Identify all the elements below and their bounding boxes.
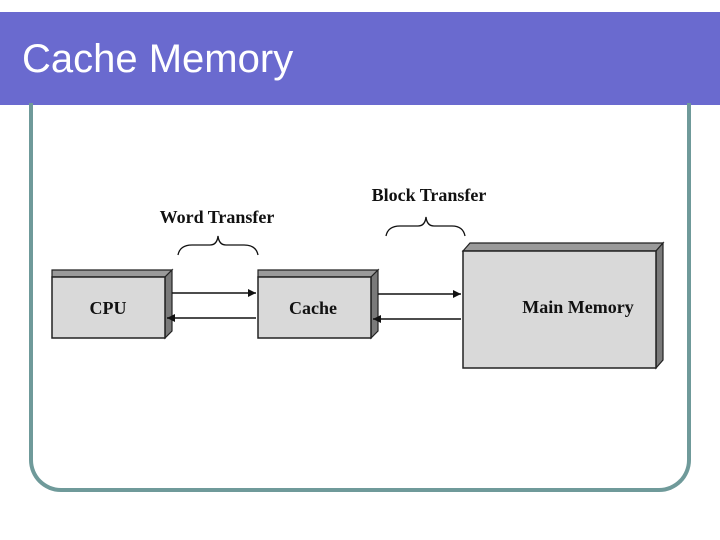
cache-box: Cache (257, 268, 380, 340)
main-memory-box: Main Memory (461, 241, 665, 370)
cpu-label: CPU (90, 298, 127, 318)
word-transfer-label: Word Transfer (160, 207, 275, 227)
page-title: Cache Memory (22, 37, 294, 81)
content-frame (29, 103, 691, 492)
block-transfer-brace (385, 216, 466, 237)
cache-label: Cache (289, 298, 337, 318)
main-memory-label: Main Memory (522, 297, 633, 317)
title-bar (0, 12, 720, 108)
cpu-box: CPU (51, 268, 174, 340)
title-underline (0, 105, 635, 108)
word-transfer-brace (177, 235, 259, 256)
block-transfer-label: Block Transfer (372, 185, 487, 205)
